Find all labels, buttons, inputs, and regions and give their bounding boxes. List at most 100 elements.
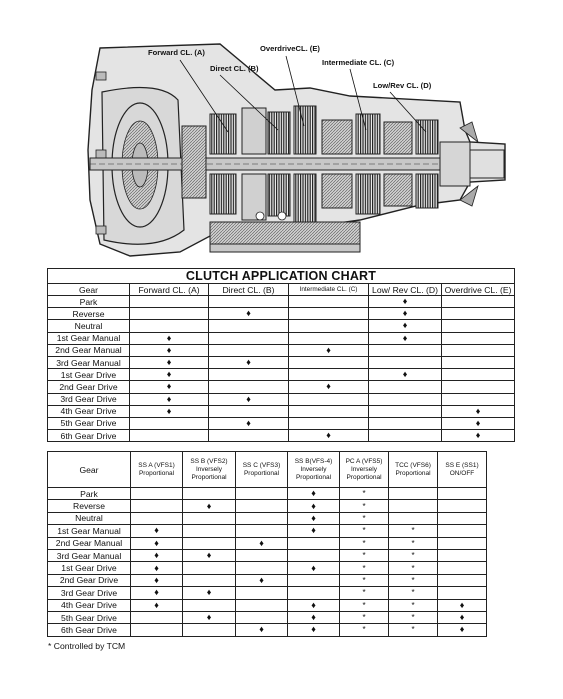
table-cell: ♦ — [208, 416, 289, 431]
table-row: Reverse♦♦ — [47, 307, 516, 321]
table-cell: ♦ — [368, 319, 442, 333]
table-cell: ♦ — [287, 561, 340, 575]
intermediate-clutch-pack — [355, 113, 381, 155]
clutch-chart-header-row: Gear Forward CL. (A) Direct CL. (B) Inte… — [47, 283, 516, 296]
table-cell: ♦ — [368, 294, 442, 309]
table-cell: ♦ — [129, 404, 209, 418]
table-cell — [288, 355, 369, 370]
table-row: 3rd Gear Drive♦♦ — [47, 392, 516, 406]
table-cell: ♦ — [130, 586, 183, 600]
table-cell — [287, 573, 340, 588]
transmission-drawing — [87, 43, 506, 257]
table-cell: * — [339, 586, 389, 600]
table-cell: ♦ — [368, 307, 442, 321]
table-cell: ♦ — [287, 486, 340, 501]
gear-cell: 1st Gear Drive — [47, 368, 130, 382]
table-cell: ♦ — [437, 598, 487, 612]
table-cell — [130, 610, 183, 625]
table-cell: * — [339, 561, 389, 575]
footnote: * Controlled by TCM — [48, 641, 126, 651]
direct-clutch-pack — [267, 111, 291, 155]
table-row: 3rd Gear Manual♦♦** — [47, 548, 487, 563]
table-cell — [288, 404, 369, 418]
overdrive-clutch-pack — [293, 105, 317, 155]
table-cell: * — [339, 573, 389, 588]
table-cell — [182, 486, 236, 501]
gear-cell: 2nd Gear Manual — [47, 536, 131, 550]
header-gear: Gear — [47, 451, 131, 488]
table-cell: * — [388, 610, 438, 625]
table-cell — [235, 586, 288, 600]
table-row: 1st Gear Manual♦♦** — [47, 524, 487, 538]
table-cell: ♦ — [287, 598, 340, 612]
table-cell: ♦ — [129, 368, 209, 382]
header-overdrive-clutch: Overdrive CL. (E) — [440, 283, 516, 296]
table-cell — [235, 610, 288, 625]
table-cell — [235, 598, 288, 612]
table-row: 1st Gear Drive♦♦ — [47, 368, 516, 382]
table-cell — [208, 343, 289, 357]
table-row: 2nd Gear Manual♦♦ — [47, 343, 516, 357]
table-cell: * — [339, 499, 389, 513]
header-ss-c: SS C (VFS3) Proportional — [235, 451, 288, 488]
table-cell: * — [388, 623, 438, 637]
table-row: 1st Gear Manual♦♦ — [47, 331, 516, 345]
table-cell — [235, 511, 288, 526]
clutch-application-chart: CLUTCH APPLICATION CHART Gear Forward CL… — [46, 268, 516, 443]
solenoid-application-chart: Gear SS A (VFS1) Proportional SS B (VFS2… — [47, 451, 487, 637]
table-cell — [440, 307, 516, 321]
gear-cell: Park — [47, 486, 131, 501]
table-cell — [287, 536, 340, 550]
callout-low-reverse-clutch: Low/Rev CL. (D) — [373, 81, 432, 90]
table-cell — [368, 380, 442, 394]
table-row: 4th Gear Drive♦♦**♦ — [47, 598, 487, 612]
gear-cell: 1st Gear Manual — [47, 331, 130, 345]
table-cell — [182, 573, 236, 588]
clutch-chart-title: CLUTCH APPLICATION CHART — [46, 268, 516, 284]
table-cell: * — [388, 598, 438, 612]
table-cell: ♦ — [235, 623, 288, 637]
low-reverse-clutch-pack — [415, 119, 439, 155]
table-cell: ♦ — [440, 429, 516, 443]
table-cell: * — [339, 623, 389, 637]
table-cell: ♦ — [287, 623, 340, 637]
table-cell — [288, 307, 369, 321]
table-cell: ♦ — [182, 548, 236, 563]
table-cell: ♦ — [288, 343, 369, 357]
header-ss-e: SS E (SS1) ON/OFF — [437, 451, 487, 488]
table-row: 5th Gear Drive♦♦ — [47, 416, 516, 431]
table-cell — [235, 499, 288, 513]
table-cell — [440, 368, 516, 382]
table-cell — [437, 486, 487, 501]
table-cell: ♦ — [129, 343, 209, 357]
table-cell — [440, 331, 516, 345]
table-cell: * — [388, 586, 438, 600]
table-cell — [287, 586, 340, 600]
table-cell — [235, 561, 288, 575]
table-cell — [208, 380, 289, 394]
table-cell — [437, 536, 487, 550]
table-row: 3rd Gear Drive♦♦** — [47, 586, 487, 600]
table-cell: ♦ — [130, 536, 183, 550]
table-cell: ♦ — [288, 429, 369, 443]
gear-cell: Park — [47, 294, 130, 309]
table-row: 2nd Gear Drive♦♦ — [47, 380, 516, 394]
table-cell: * — [339, 548, 389, 563]
table-cell — [130, 486, 183, 501]
callout-intermediate-clutch: Intermediate CL. (C) — [322, 58, 395, 67]
table-cell: ♦ — [235, 573, 288, 588]
table-row: 2nd Gear Manual♦♦** — [47, 536, 487, 550]
table-cell — [437, 511, 487, 526]
table-cell: ♦ — [182, 499, 236, 513]
table-cell — [208, 331, 289, 345]
table-cell: * — [339, 598, 389, 612]
table-cell — [235, 486, 288, 501]
header-intermediate-clutch: Intermediate CL. (C) — [288, 283, 369, 296]
gear-cell: 2nd Gear Manual — [47, 343, 130, 357]
table-cell — [208, 294, 289, 309]
table-cell: * — [339, 524, 389, 538]
table-cell: * — [339, 486, 389, 501]
gear-cell: 3rd Gear Drive — [47, 392, 130, 406]
table-cell: ♦ — [130, 598, 183, 612]
callout-overdrive-clutch: OverdriveCL. (E) — [260, 44, 320, 53]
